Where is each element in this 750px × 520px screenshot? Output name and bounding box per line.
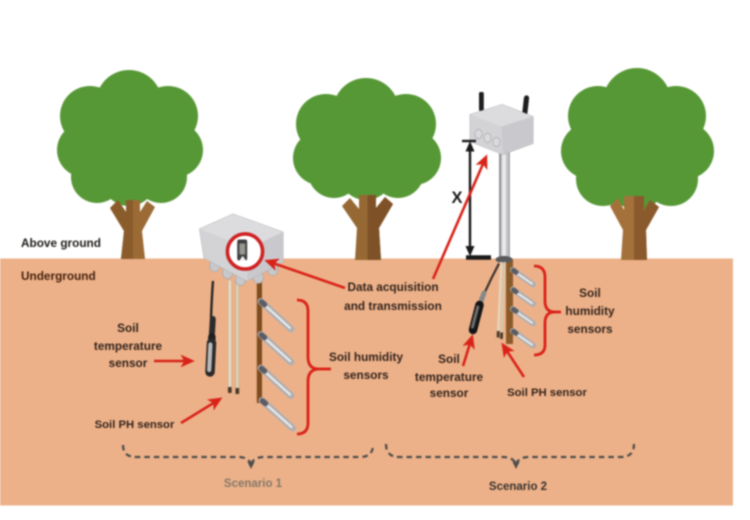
svg-text:Soil humidity: Soil humidity [329,350,403,364]
svg-text:Soil PH sensor: Soil PH sensor [95,419,175,431]
svg-text:sensor: sensor [109,356,148,370]
svg-text:and transmission: and transmission [344,299,442,313]
svg-text:sensor: sensor [430,386,469,400]
svg-text:sensors: sensors [567,322,613,336]
svg-text:Data acquisition: Data acquisition [347,280,438,294]
svg-text:Underground: Underground [21,269,96,283]
svg-text:X: X [451,189,462,207]
svg-text:Above ground: Above ground [21,236,101,250]
svg-text:sensors: sensors [343,368,389,382]
svg-text:Scenario 1: Scenario 1 [224,478,283,490]
svg-text:temperature: temperature [94,339,163,353]
svg-text:humidity: humidity [565,304,615,318]
svg-text:Soil: Soil [438,352,460,366]
svg-text:temperature: temperature [415,370,484,384]
svg-text:Scenario 2: Scenario 2 [489,481,547,493]
svg-text:Soil: Soil [579,286,601,300]
svg-text:Soil PH sensor: Soil PH sensor [507,387,587,399]
svg-text:Soil: Soil [117,321,139,335]
